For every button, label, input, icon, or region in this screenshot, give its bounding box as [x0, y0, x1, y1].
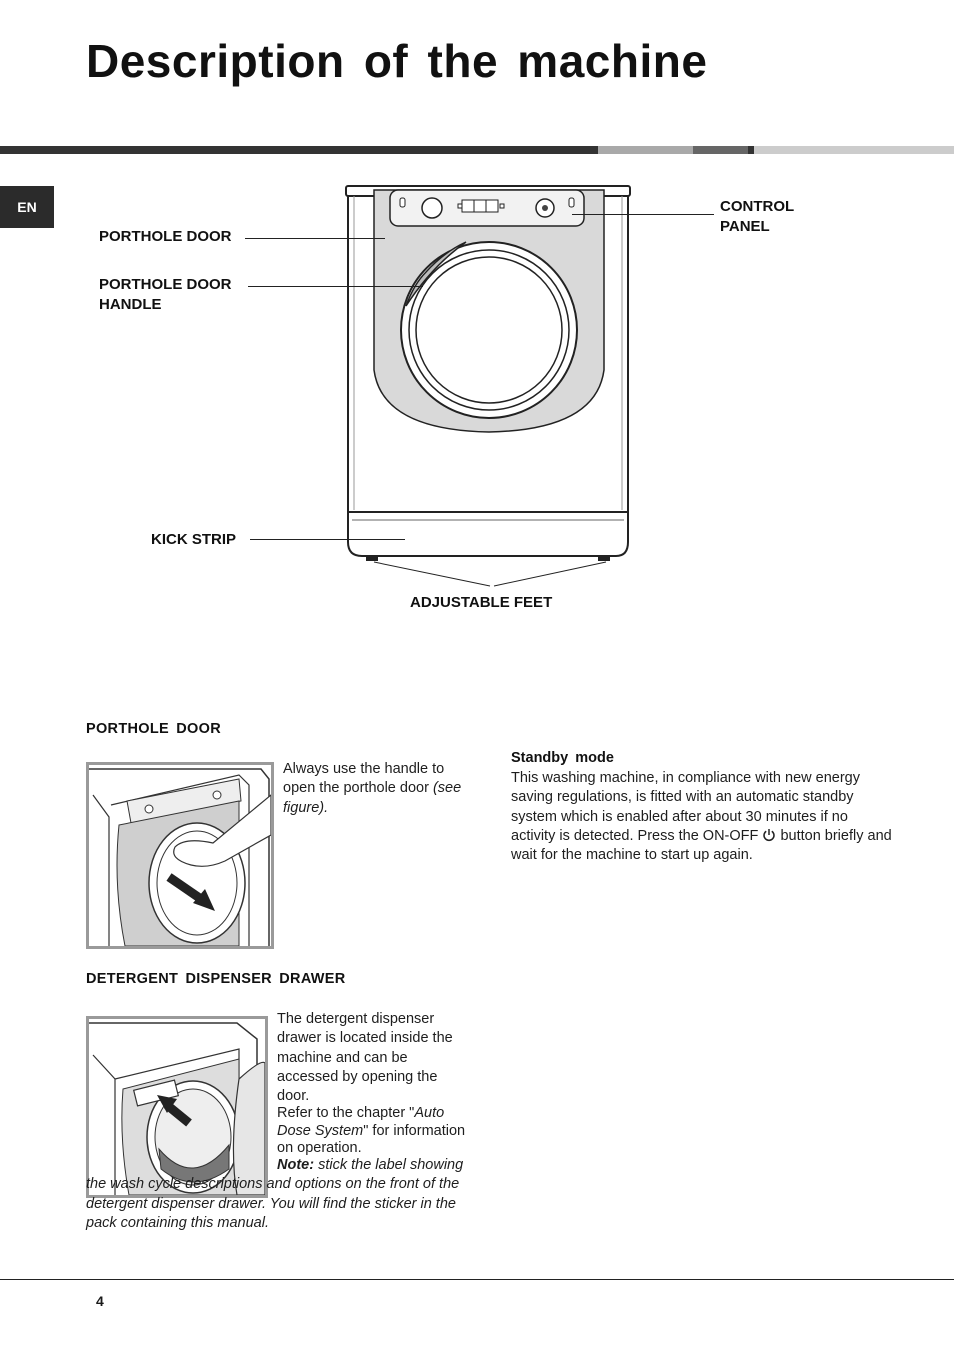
- figure-dispenser-drawer: [132, 1079, 180, 1107]
- program-knob: [421, 197, 443, 219]
- leader-porthole-door-handle: [248, 286, 423, 287]
- text-detergent-note: Note: stick the label showing the wash c…: [86, 1156, 478, 1233]
- text-porthole-door: Always use the handle to open the portho…: [283, 760, 478, 818]
- washing-machine-diagram: [345, 185, 631, 561]
- porthole-door-handle: [405, 241, 467, 307]
- page-number: 4: [96, 1293, 104, 1309]
- figure-open-door: [86, 762, 274, 949]
- header-bar-accent: [693, 146, 748, 154]
- label-control-line-1: CONTROL: [720, 198, 795, 215]
- text-standby: This washing machine, in compliance with…: [511, 769, 895, 865]
- page-title: Description of the machine: [86, 35, 708, 87]
- figure-detergent-drawer: [86, 1016, 268, 1198]
- label-handle-line-2: HANDLE: [99, 296, 162, 313]
- foot-left: [366, 555, 378, 561]
- section-heading-detergent: DETERGENT DISPENSER DRAWER: [86, 971, 346, 987]
- label-control-panel: CONTROL PANEL: [720, 197, 794, 237]
- text-detergent-1: The detergent dispenser drawer is locate…: [277, 1011, 453, 1105]
- leader-kick-strip: [250, 539, 405, 540]
- label-adjustable-feet: ADJUSTABLE FEET: [410, 594, 553, 611]
- arrow-icon: [157, 1095, 177, 1113]
- section-heading-porthole-door: PORTHOLE DOOR: [86, 721, 221, 737]
- label-porthole-door-handle: PORTHOLE DOOR HANDLE: [99, 275, 232, 315]
- arrow-icon: [193, 889, 215, 911]
- note-text: stick the label showing the wash cycle d…: [86, 1157, 464, 1231]
- figure-control-panel: [126, 778, 242, 824]
- detergent-text-2b: " for information on operation.: [277, 1122, 466, 1157]
- header-bar-notch: [748, 146, 754, 154]
- leader-control-panel: [572, 214, 714, 215]
- header-bar-mid: [598, 146, 693, 154]
- header-bar-dark: [0, 146, 598, 154]
- figure-door: [232, 1061, 265, 1195]
- leader-adjustable-feet: [373, 561, 607, 587]
- porthole-text: Always use the handle to open the portho…: [283, 761, 445, 797]
- leader-porthole-door: [245, 238, 385, 239]
- label-control-line-2: PANEL: [720, 218, 770, 235]
- label-handle-line-1: PORTHOLE DOOR: [99, 276, 232, 293]
- text-detergent-2: Refer to the chapter "Auto Dose System" …: [277, 1105, 477, 1158]
- language-badge: EN: [0, 186, 54, 228]
- header-bar-light: [754, 146, 954, 154]
- figure-hand: [173, 794, 271, 867]
- foot-right: [598, 555, 610, 561]
- detergent-text-2-italic: Auto Dose System: [277, 1105, 445, 1139]
- porthole-text-italic: (see figure).: [283, 780, 462, 816]
- standby-text-1: This washing machine, in compliance with…: [511, 770, 860, 844]
- standby-text-2: button briefly and wait for the machine …: [511, 827, 892, 864]
- note-label: Note:: [277, 1157, 315, 1173]
- footer-rule: [0, 1279, 954, 1280]
- detergent-text-2a: Refer to the chapter ": [277, 1105, 415, 1121]
- label-porthole-door: PORTHOLE DOOR: [99, 228, 232, 245]
- label-kick-strip: KICK STRIP: [151, 531, 237, 548]
- section-heading-standby: Standby mode: [511, 750, 614, 766]
- power-icon: [763, 828, 776, 841]
